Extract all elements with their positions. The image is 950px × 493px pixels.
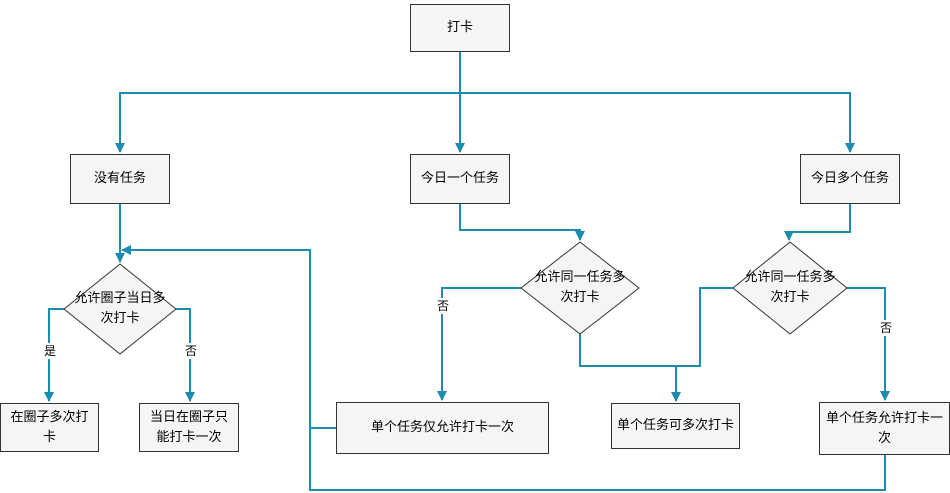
- decision-same-task-1-label: 允许同一任务多次打卡: [534, 270, 626, 305]
- decision-same-task-1-shape: [520, 241, 640, 335]
- connector: [579, 334, 681, 402]
- decision-circle-multi-label: 允许圈子当日多次打卡: [74, 291, 166, 326]
- decision-same-task-2-label: 允许同一任务多次打卡: [744, 270, 836, 305]
- node-single-task-multi: 单个任务可多次打卡: [611, 403, 740, 449]
- connector: [437, 287, 521, 401]
- connector: [847, 287, 890, 401]
- decision-circle-multi-shape: [63, 263, 177, 355]
- connector: [460, 92, 855, 153]
- edge-label-no-1: 否: [184, 343, 199, 359]
- connector: [121, 245, 336, 429]
- connector: [309, 428, 886, 491]
- connector: [44, 308, 64, 402]
- decision-same-task-2-shape: [732, 241, 848, 335]
- connector: [676, 287, 733, 367]
- edge-label-no-3: 否: [879, 320, 894, 336]
- connector: [115, 92, 460, 153]
- node-one-task-today: 今日一个任务: [410, 154, 510, 204]
- node-check-in-circle-multi: 在圈子多次打卡: [0, 403, 99, 452]
- node-single-task-once-2: 单个任务允许打卡一次: [819, 402, 950, 455]
- edge-label-yes: 是: [43, 343, 58, 359]
- node-single-task-once: 单个任务仅允许打卡一次: [336, 402, 549, 454]
- node-multi-task-today: 今日多个任务: [800, 154, 900, 204]
- connector: [459, 204, 585, 241]
- connector: [784, 204, 851, 241]
- node-checkin: 打卡: [410, 4, 510, 52]
- node-no-task: 没有任务: [70, 154, 170, 204]
- connector: [176, 308, 195, 402]
- edge-label-no-2: 否: [436, 298, 451, 314]
- node-check-in-circle-once: 当日在圈子只能打卡一次: [139, 403, 239, 452]
